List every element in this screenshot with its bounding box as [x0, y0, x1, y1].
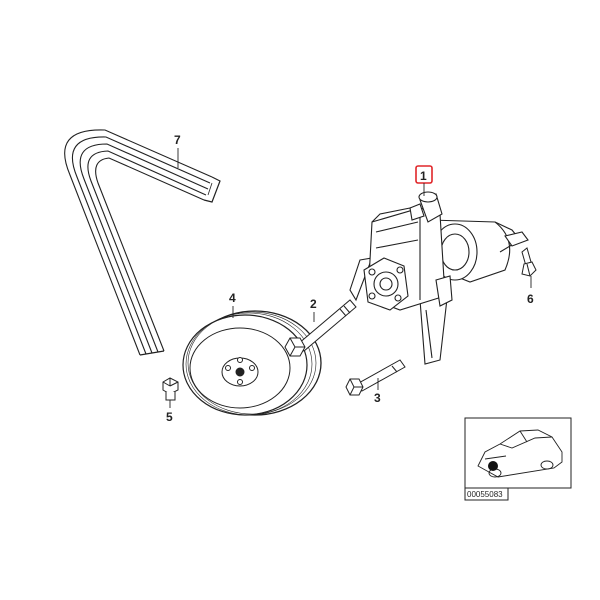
component-location-marker — [488, 461, 498, 471]
vehicle-locator-inset: 00055083 — [464, 417, 572, 501]
pulley-bolt[interactable] — [162, 377, 179, 401]
callout-number-5: 5 — [166, 410, 173, 424]
power-steering-pump[interactable] — [349, 191, 529, 365]
diagram-reference-number: 00055083 — [467, 490, 503, 499]
belt-pulley[interactable] — [182, 310, 322, 416]
callout-number-6: 6 — [527, 292, 534, 306]
short-mounting-bolt[interactable] — [345, 359, 406, 396]
bracket-bolt[interactable] — [521, 247, 537, 277]
callout-number-2: 2 — [310, 297, 317, 311]
drive-belt[interactable] — [64, 129, 221, 356]
long-mounting-bolt[interactable] — [284, 299, 357, 357]
callout-number-4: 4 — [229, 291, 236, 305]
callout-number-7: 7 — [174, 133, 181, 147]
callout-number-3: 3 — [374, 391, 381, 405]
callout-number-1: 1 — [420, 169, 427, 183]
car-silhouette — [477, 429, 563, 478]
